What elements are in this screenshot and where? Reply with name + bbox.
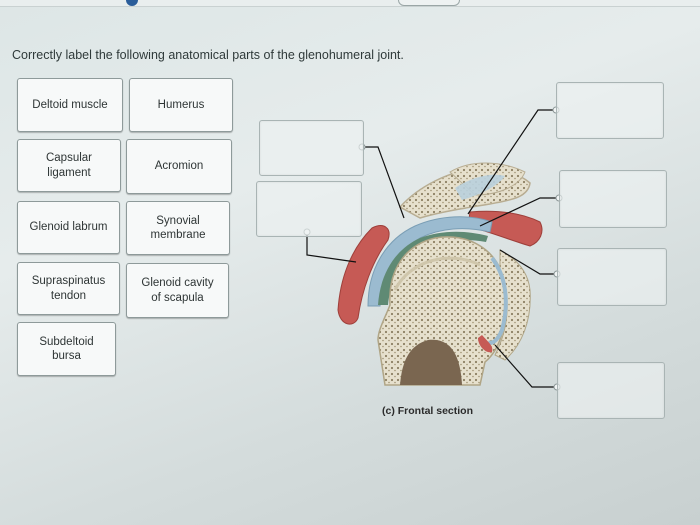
drop-target-5[interactable]: [557, 248, 667, 306]
label-glenoid-labrum[interactable]: Glenoid labrum: [17, 201, 120, 254]
label-capsular-ligament[interactable]: Capsular ligament: [17, 139, 121, 192]
label-humerus[interactable]: Humerus: [129, 78, 233, 132]
label-subdeltoid-bursa[interactable]: Subdeltoid bursa: [17, 322, 116, 376]
label-deltoid-muscle[interactable]: Deltoid muscle: [17, 78, 123, 132]
label-supraspinatus-tendon[interactable]: Supraspinatus tendon: [17, 262, 120, 315]
label-synovial-membrane[interactable]: Synovial membrane: [126, 201, 230, 255]
drop-target-1[interactable]: [259, 120, 364, 176]
glenoid-cartilage: [486, 256, 508, 345]
labrum: [478, 335, 493, 353]
label-glenoid-cavity[interactable]: Glenoid cavity of scapula: [126, 263, 229, 318]
drop-target-4[interactable]: [559, 170, 667, 228]
drop-target-2[interactable]: [256, 181, 362, 237]
leader-lines: [306, 109, 559, 388]
synovial-layer: [378, 231, 488, 305]
label-acromion[interactable]: Acromion: [126, 139, 232, 194]
figure-caption: (c) Frontal section: [382, 405, 474, 417]
drop-target-3[interactable]: [556, 82, 664, 139]
capsule-top: [455, 174, 505, 200]
humerus-marrow: [400, 339, 462, 385]
top-bar: [0, 0, 700, 7]
drop-target-6[interactable]: [557, 362, 665, 419]
instructions-text: Correctly label the following anatomical…: [12, 48, 404, 62]
info-icon[interactable]: [126, 0, 138, 6]
deltoid-muscle: [337, 225, 390, 325]
humerus-cortex: [393, 256, 481, 291]
